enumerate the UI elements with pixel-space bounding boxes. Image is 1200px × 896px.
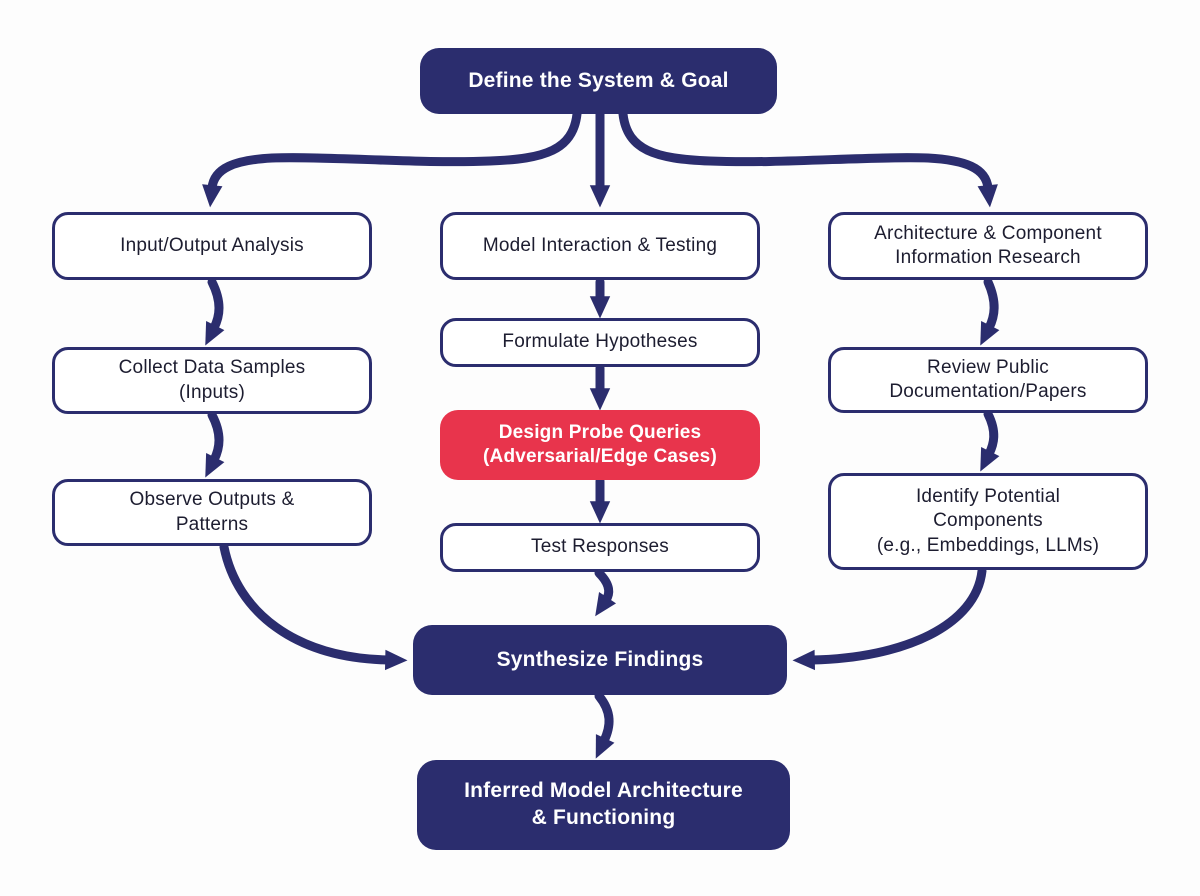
arrow-synthesize-to-inferred <box>594 691 615 759</box>
node-architecture-component-research: Architecture & Component Information Res… <box>828 212 1148 280</box>
arrow-io-to-collect <box>205 277 225 346</box>
node-synthesize-findings: Synthesize Findings <box>413 625 787 695</box>
arrow-arch-to-review <box>980 277 1000 346</box>
node-observe-outputs-patterns: Observe Outputs & Patterns <box>52 479 372 546</box>
node-define-system-goal: Define the System & Goal <box>420 48 777 114</box>
node-test-responses: Test Responses <box>440 523 760 572</box>
arrow-observe-to-synthesize <box>219 542 408 671</box>
arrow-define-to-arch-research <box>618 109 998 208</box>
arrow-collect-to-observe <box>205 410 225 478</box>
node-review-public-documentation: Review Public Documentation/Papers <box>828 347 1148 413</box>
node-formulate-hypotheses: Formulate Hypotheses <box>440 318 760 367</box>
arrow-identify-to-synthesize <box>792 566 987 671</box>
node-model-interaction-testing: Model Interaction & Testing <box>440 212 760 280</box>
node-design-probe-queries: Design Probe Queries (Adversarial/Edge C… <box>440 410 760 480</box>
node-collect-data-samples: Collect Data Samples (Inputs) <box>52 347 372 414</box>
node-input-output-analysis: Input/Output Analysis <box>52 212 372 280</box>
arrow-test-to-synthesize <box>594 568 617 617</box>
arrow-review-to-identify <box>980 409 1000 472</box>
node-identify-potential-components: Identify Potential Components (e.g., Emb… <box>828 473 1148 570</box>
node-inferred-model-architecture: Inferred Model Architecture & Functionin… <box>417 760 790 850</box>
arrow-define-to-io-analysis <box>202 109 582 208</box>
